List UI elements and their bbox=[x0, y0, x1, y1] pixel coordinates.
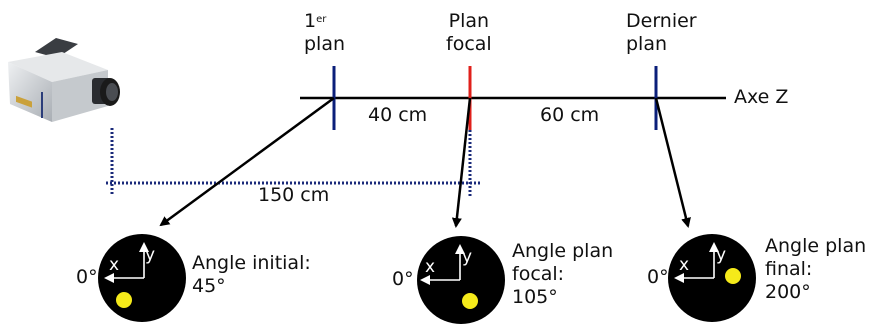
marker-disc-final bbox=[668, 234, 756, 322]
marker-disc-focal bbox=[417, 236, 505, 324]
marker-focal-angle-text: Angle plan focal: 105° bbox=[512, 240, 613, 309]
marker-initial-origin-label: 0° bbox=[76, 266, 98, 289]
last-plane-label-line2: plan bbox=[626, 33, 667, 55]
marker-focal-x-label: x bbox=[425, 256, 435, 279]
marker-final-angle-label-1: Angle plan bbox=[765, 235, 866, 257]
first-plane-label-word: plan bbox=[304, 33, 345, 55]
distance-focal-to-last: 60 cm bbox=[540, 104, 599, 126]
marker-final-angle-text: Angle plan final: 200° bbox=[765, 235, 866, 304]
marker-focal-angle-value: 105° bbox=[512, 286, 558, 308]
marker-initial-x-label: x bbox=[109, 254, 119, 277]
focal-plane-label-line2: focal bbox=[446, 33, 492, 55]
marker-final-angle-label-2: final: bbox=[765, 258, 812, 280]
marker-final-origin-label: 0° bbox=[647, 266, 669, 289]
marker-initial-angle-text: Angle initial: 45° bbox=[192, 252, 311, 298]
marker-initial-angle-value: 45° bbox=[192, 275, 226, 297]
marker-initial-y-label: y bbox=[145, 244, 155, 267]
last-plane-label-line1: Dernier bbox=[626, 10, 697, 32]
distance-camera-to-focal: 150 cm bbox=[258, 184, 329, 206]
last-plane-label: Dernier plan bbox=[626, 10, 697, 56]
arrow-focal-plane bbox=[456, 98, 470, 226]
first-plane-label-number: 1 bbox=[304, 10, 316, 32]
marker-disc-initial bbox=[98, 234, 186, 322]
focal-plane-label: Plan focal bbox=[446, 10, 492, 56]
arrow-last-plane bbox=[656, 98, 688, 226]
marker-initial-angle-label: Angle initial: bbox=[192, 252, 311, 274]
marker-focal-angle-label-2: focal: bbox=[512, 263, 564, 285]
z-axis-label: Axe Z bbox=[734, 86, 788, 108]
marker-final-y-label: y bbox=[716, 244, 726, 267]
marker-focal-y-label: y bbox=[462, 246, 472, 269]
first-plane-label-suffix: er bbox=[316, 14, 326, 25]
marker-focal-origin-label: 0° bbox=[392, 268, 414, 291]
focal-plane-label-line1: Plan bbox=[449, 10, 489, 32]
marker-final-angle-value: 200° bbox=[765, 281, 811, 303]
marker-final-x-label: x bbox=[679, 254, 689, 277]
camera-icon bbox=[8, 38, 120, 122]
first-plane-label: 1er plan bbox=[304, 10, 345, 56]
distance-first-to-focal: 40 cm bbox=[368, 104, 427, 126]
marker-focal-angle-label-1: Angle plan bbox=[512, 240, 613, 262]
